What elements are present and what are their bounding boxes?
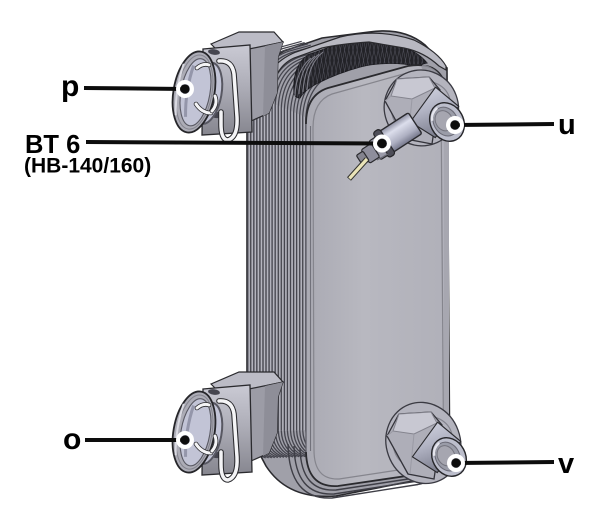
- svg-text:p: p: [61, 70, 79, 103]
- svg-text:(HB-140/160): (HB-140/160): [24, 155, 151, 178]
- svg-text:o: o: [63, 423, 81, 456]
- svg-text:v: v: [558, 448, 574, 480]
- svg-text:BT 6: BT 6: [25, 131, 80, 159]
- svg-text:u: u: [558, 109, 576, 141]
